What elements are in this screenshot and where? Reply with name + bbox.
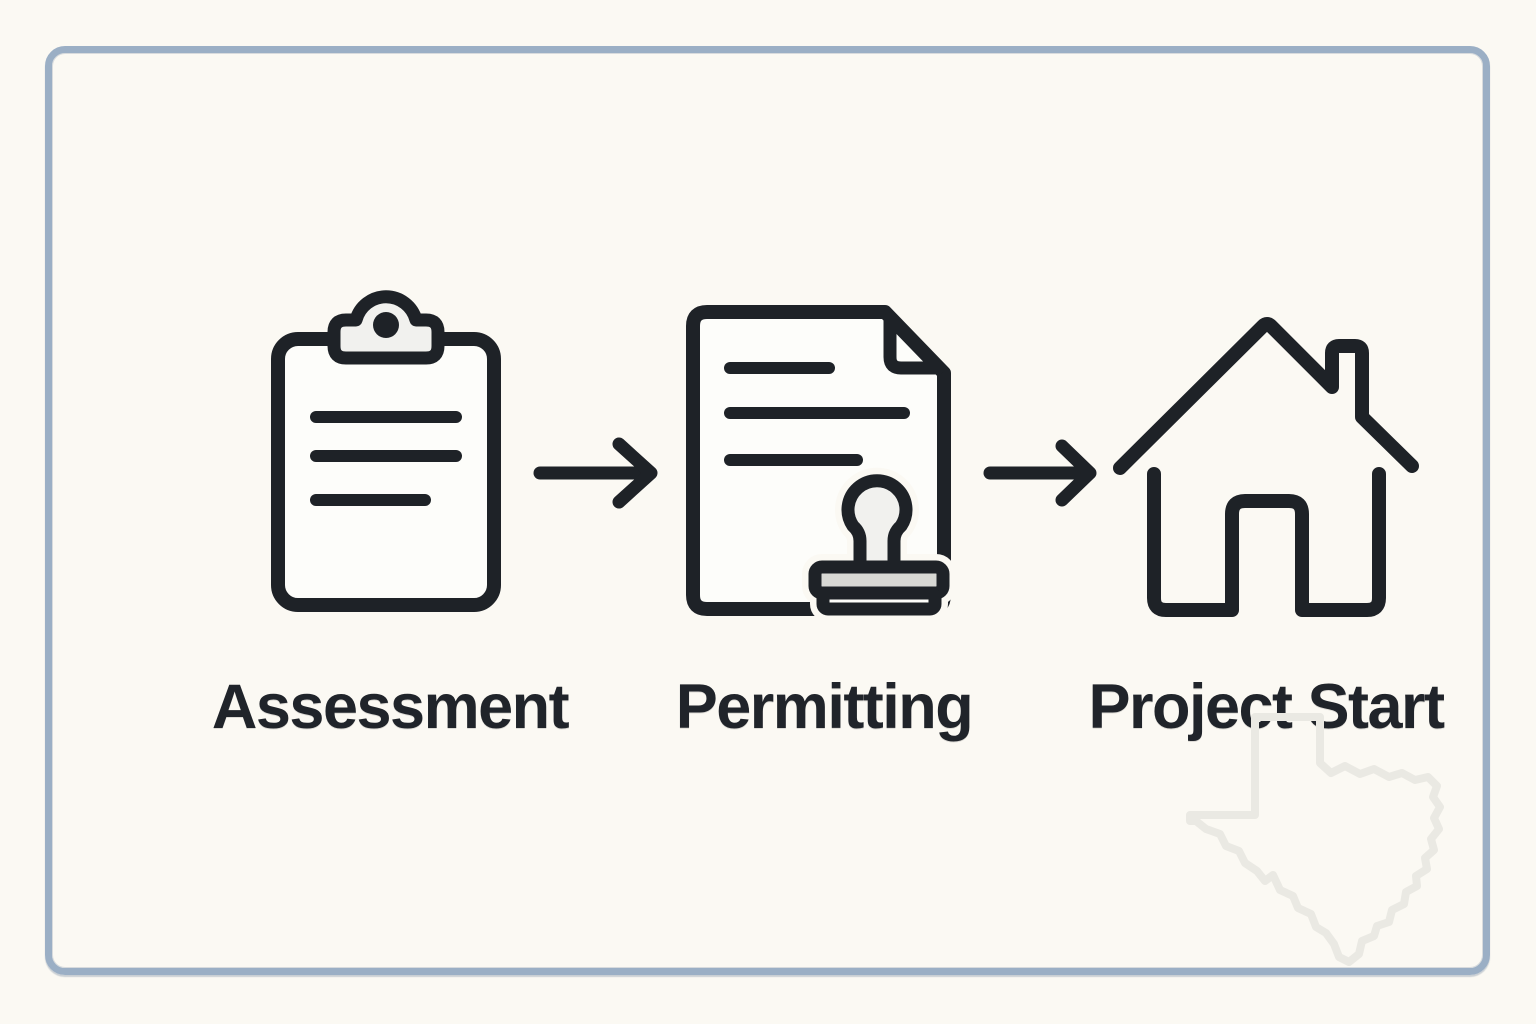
step-label-project-start: Project Start xyxy=(1088,672,1445,742)
house-icon xyxy=(1113,317,1419,617)
step-label-permitting: Permitting xyxy=(675,672,974,742)
arrow-right-icon xyxy=(533,437,658,509)
process-diagram-card: Assessment Permitting Project Start xyxy=(45,46,1490,975)
texas-outline-watermark xyxy=(1186,713,1444,966)
document-stamp-icon xyxy=(686,305,956,622)
arrow-right-icon xyxy=(983,439,1097,507)
clipboard-icon xyxy=(271,290,501,612)
step-label-assessment: Assessment xyxy=(211,672,570,742)
